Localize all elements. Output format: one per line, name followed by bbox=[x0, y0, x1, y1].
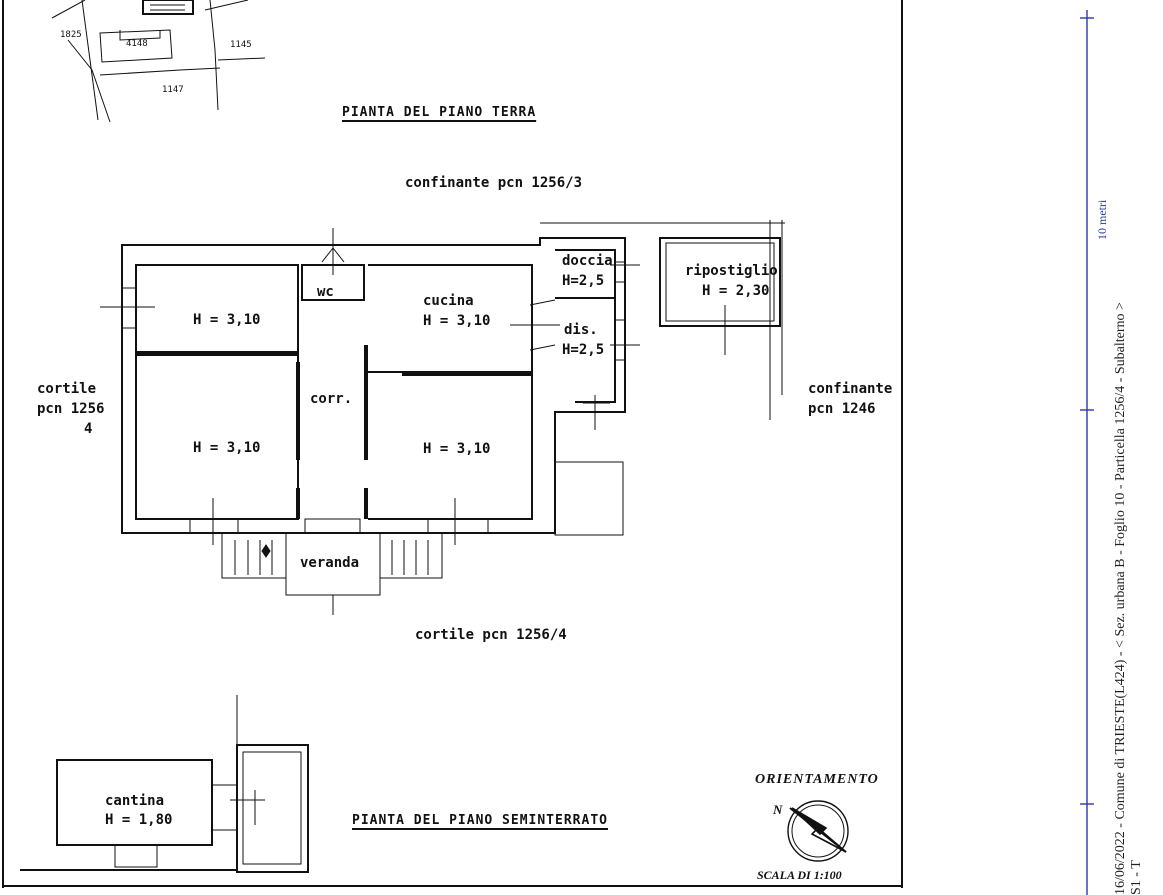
hall-height: H=2,5 bbox=[562, 342, 605, 358]
cadastral-map bbox=[51, 0, 266, 123]
map-parcel-4148: 4148 bbox=[126, 39, 148, 49]
map-parcel-1145: 1145 bbox=[230, 40, 252, 50]
scale-bar-label: 10 metri bbox=[1095, 199, 1109, 240]
wc-label: wc bbox=[317, 284, 334, 300]
scale-label: SCALA DI 1:100 bbox=[757, 868, 842, 882]
scale-bar bbox=[1080, 10, 1094, 895]
map-parcel-1825: 1825 bbox=[60, 30, 82, 40]
courtyard-left-line1: cortile bbox=[37, 381, 97, 397]
room-se-height: H = 3,10 bbox=[423, 441, 491, 457]
orientation-label: ORIENTAMENTO bbox=[755, 772, 879, 787]
kitchen-height: H = 3,10 bbox=[423, 313, 491, 329]
corridor-label: corr. bbox=[310, 391, 353, 407]
cellar-label: cantina bbox=[105, 793, 165, 809]
hall-label: dis. bbox=[564, 322, 598, 338]
shower-label: doccia bbox=[562, 253, 613, 269]
margin-line-2: S1 - T bbox=[1129, 860, 1145, 895]
map-parcel-1147: 1147 bbox=[162, 85, 184, 95]
neighbor-top: confinante pcn 1256/3 bbox=[405, 175, 583, 191]
room-sw-height: H = 3,10 bbox=[193, 440, 261, 456]
main-building-walls bbox=[121, 237, 626, 534]
basement-walls bbox=[20, 695, 309, 873]
room-nw-height: H = 3,10 bbox=[193, 312, 261, 328]
storage-height: H = 2,30 bbox=[702, 283, 770, 299]
storage-building bbox=[659, 220, 783, 420]
veranda-label: veranda bbox=[300, 555, 360, 571]
compass-icon bbox=[787, 800, 849, 862]
north-label: N bbox=[773, 802, 783, 817]
ground-floor-title: PIANTA DEL PIANO TERRA bbox=[342, 105, 537, 120]
cellar-height: H = 1,80 bbox=[105, 812, 173, 828]
basement-title: PIANTA DEL PIANO SEMINTERRATO bbox=[352, 813, 608, 828]
courtyard-bottom: cortile pcn 1256/4 bbox=[415, 627, 567, 643]
neighbor-right-line2: pcn 1246 bbox=[808, 401, 876, 417]
courtyard-left-line3: 4 bbox=[84, 421, 93, 437]
storage-label: ripostiglio bbox=[685, 263, 778, 279]
margin-line-1: 16/06/2022 - Comune di TRIESTE(L424) - <… bbox=[1113, 302, 1128, 895]
document-margin-info: 16/06/2022 - Comune di TRIESTE(L424) - <… bbox=[1113, 155, 1145, 895]
shower-height: H=2,5 bbox=[562, 273, 605, 289]
courtyard-left-line2: pcn 1256 bbox=[37, 401, 105, 417]
neighbor-right-line1: confinante bbox=[808, 381, 893, 397]
kitchen-label: cucina bbox=[423, 293, 474, 309]
